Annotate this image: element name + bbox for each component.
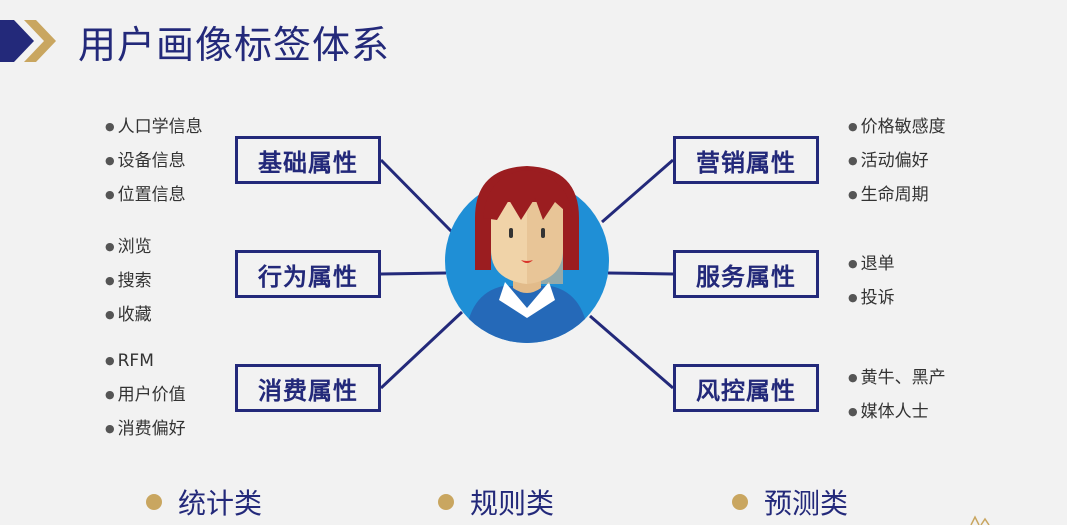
service-attributes-list: 退单 投诉: [848, 247, 895, 315]
list-item: 投诉: [848, 281, 895, 315]
category-label: 规则类: [470, 487, 555, 520]
category-label: 统计类: [178, 487, 263, 520]
node-behavior-attributes: 行为属性: [235, 250, 381, 298]
node-consumption-attributes: 消费属性: [235, 364, 381, 412]
list-item: 活动偏好: [848, 144, 946, 178]
list-item: 退单: [848, 247, 895, 281]
list-item: 价格敏感度: [848, 110, 946, 144]
marketing-attributes-list: 价格敏感度 活动偏好 生命周期: [848, 110, 946, 212]
list-item: 用户价值: [105, 378, 186, 412]
dot-icon: [146, 494, 162, 510]
consumption-attributes-list: RFM 用户价值 消费偏好: [105, 344, 186, 446]
node-basic-attributes: 基础属性: [235, 136, 381, 184]
list-item: 生命周期: [848, 178, 946, 212]
list-item: 黄牛、黑产: [848, 361, 946, 395]
list-item: 搜索: [105, 264, 152, 298]
basic-attributes-list: 人口学信息 设备信息 位置信息: [105, 110, 203, 212]
list-item: 收藏: [105, 298, 152, 332]
category-label: 预测类: [764, 487, 849, 520]
list-item: 人口学信息: [105, 110, 203, 144]
list-item: 浏览: [105, 230, 152, 264]
category-rule-based: 规则类: [438, 482, 554, 522]
category-predictive: 预测类: [732, 482, 848, 522]
chevron-right-icon: [0, 20, 56, 62]
dot-icon: [438, 494, 454, 510]
decorative-sparkle-icon: [970, 515, 990, 525]
category-statistical: 统计类: [146, 482, 262, 522]
dot-icon: [732, 494, 748, 510]
list-item: 消费偏好: [105, 412, 186, 446]
risk-attributes-list: 黄牛、黑产 媒体人士: [848, 361, 946, 429]
list-item: 媒体人士: [848, 395, 946, 429]
list-item: 位置信息: [105, 178, 203, 212]
node-marketing-attributes: 营销属性: [673, 136, 819, 184]
user-avatar-icon: [445, 166, 609, 343]
list-item: 设备信息: [105, 144, 203, 178]
list-item: RFM: [105, 344, 186, 378]
page-title: 用户画像标签体系: [78, 23, 391, 67]
node-service-attributes: 服务属性: [673, 250, 819, 298]
node-risk-attributes: 风控属性: [673, 364, 819, 412]
behavior-attributes-list: 浏览 搜索 收藏: [105, 230, 152, 332]
